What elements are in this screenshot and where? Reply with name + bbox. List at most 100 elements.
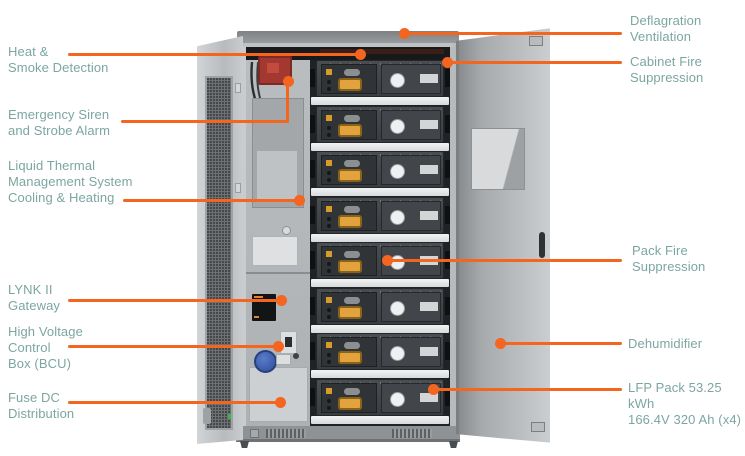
status-led — [228, 414, 231, 419]
cabinet-roof-lip — [243, 43, 453, 47]
column-shelf — [246, 272, 310, 274]
brand-badge — [344, 251, 360, 258]
pack-connector-panel — [321, 382, 377, 413]
pack-latch — [445, 342, 450, 360]
battery-pack — [316, 151, 444, 188]
annotation-dot-hv-control-box — [273, 341, 284, 352]
annotation-line-emergency-siren — [121, 120, 289, 123]
pack-vent-port — [390, 118, 405, 134]
service-disconnect — [338, 78, 362, 91]
fuse-dc-distribution-panel — [249, 367, 308, 422]
pack-latch — [445, 114, 450, 133]
warning-icon — [326, 205, 332, 212]
brand-badge — [344, 114, 360, 122]
pack-port — [327, 80, 331, 84]
pack-mounting-rail — [311, 233, 449, 242]
pack-port — [327, 262, 331, 266]
service-disconnect — [338, 169, 362, 182]
pack-port — [327, 360, 331, 364]
service-disconnect — [338, 396, 362, 410]
base-vent-left — [266, 429, 306, 438]
door-lock — [203, 408, 211, 424]
annotation-line-deflagration — [404, 32, 622, 35]
annotation-line-heat-smoke — [68, 53, 360, 56]
door-latch-tab — [235, 183, 241, 193]
service-disconnect — [338, 123, 362, 137]
pack-label — [420, 392, 438, 402]
pack-connector-panel — [321, 246, 377, 276]
service-disconnect — [338, 351, 362, 364]
pack-latch — [310, 114, 315, 133]
pack-label — [420, 119, 438, 129]
battery-compartment — [310, 60, 450, 427]
thermal-unit-gauge — [282, 226, 291, 235]
left-door — [197, 36, 243, 444]
pack-connector-panel — [321, 155, 377, 185]
pack-label — [420, 347, 438, 356]
pack-port — [327, 178, 331, 182]
pack-port — [327, 216, 331, 221]
door-hinge-bottom — [531, 422, 545, 432]
annotation-dot-pack-fire — [382, 255, 393, 266]
annotation-line-liquid-thermal — [123, 199, 299, 202]
label-lynk-gateway: LYNK II Gateway — [8, 282, 61, 313]
pack-mounting-rail — [311, 97, 449, 105]
pack-connector-panel — [321, 337, 377, 367]
pack-label — [420, 74, 438, 83]
brand-badge — [344, 296, 360, 304]
brand-badge — [344, 342, 360, 349]
lynk-gateway-unit — [252, 294, 276, 321]
pack-vent-port — [390, 300, 405, 316]
battery-pack — [316, 105, 444, 143]
annotation-line-hv-control-box — [68, 345, 278, 348]
annotation-dot-dehumidifier — [495, 338, 506, 349]
door-vent-filter — [205, 76, 233, 430]
pack-connector-panel — [321, 291, 377, 322]
cabinet-foot-right — [449, 441, 458, 448]
label-dehumidifier: Dehumidifier — [628, 336, 703, 351]
column-recessed-panel — [252, 98, 304, 208]
pack-latch — [445, 69, 450, 87]
pack-port — [327, 398, 331, 403]
annotation-line-pack-fire — [387, 259, 622, 262]
pack-label — [420, 165, 438, 174]
pack-vent-port — [390, 164, 405, 179]
annotation-dot-lfp-pack — [428, 384, 439, 395]
connector-socket — [276, 354, 291, 365]
label-liquid-thermal: Liquid Thermal Management System Cooling… — [8, 158, 133, 205]
pack-latch — [445, 387, 450, 406]
pack-latch — [310, 251, 315, 269]
pack-connector-panel — [321, 109, 377, 140]
battery-pack — [316, 333, 444, 370]
door-handle — [539, 232, 545, 258]
pack-latch — [445, 205, 450, 224]
pack-mounting-rail — [311, 142, 449, 151]
battery-pack — [316, 196, 444, 234]
door-mounted-box — [471, 128, 525, 190]
pack-latch — [310, 296, 315, 315]
pack-latch — [310, 160, 315, 178]
pack-port — [327, 171, 331, 175]
brand-badge — [344, 69, 360, 76]
annotation-line-dehumidifier — [500, 342, 622, 345]
label-lfp-pack: LFP Pack 53.25 kWh 166.4V 320 Ah (x4) — [628, 380, 742, 427]
pack-port — [327, 223, 331, 228]
warning-icon — [326, 342, 332, 348]
pack-latch — [310, 205, 315, 224]
label-heat-smoke-detection: Heat & Smoke Detection — [8, 44, 109, 75]
connector-port — [293, 353, 299, 359]
battery-pack — [316, 378, 444, 416]
pack-vent-port — [390, 391, 405, 407]
right-door — [456, 28, 550, 443]
pack-vent-port — [390, 73, 405, 88]
label-deflagration-ventilation: Deflagration Ventilation — [630, 13, 702, 44]
pack-face-panel — [381, 291, 441, 322]
pack-latch — [445, 296, 450, 315]
battery-pack — [316, 242, 444, 279]
pack-latch — [310, 69, 315, 87]
warning-icon — [326, 387, 332, 394]
annotation-line-lfp-pack — [433, 388, 622, 391]
pack-mounting-rail — [311, 188, 449, 196]
pack-label — [420, 210, 438, 220]
warning-icon — [326, 69, 332, 75]
